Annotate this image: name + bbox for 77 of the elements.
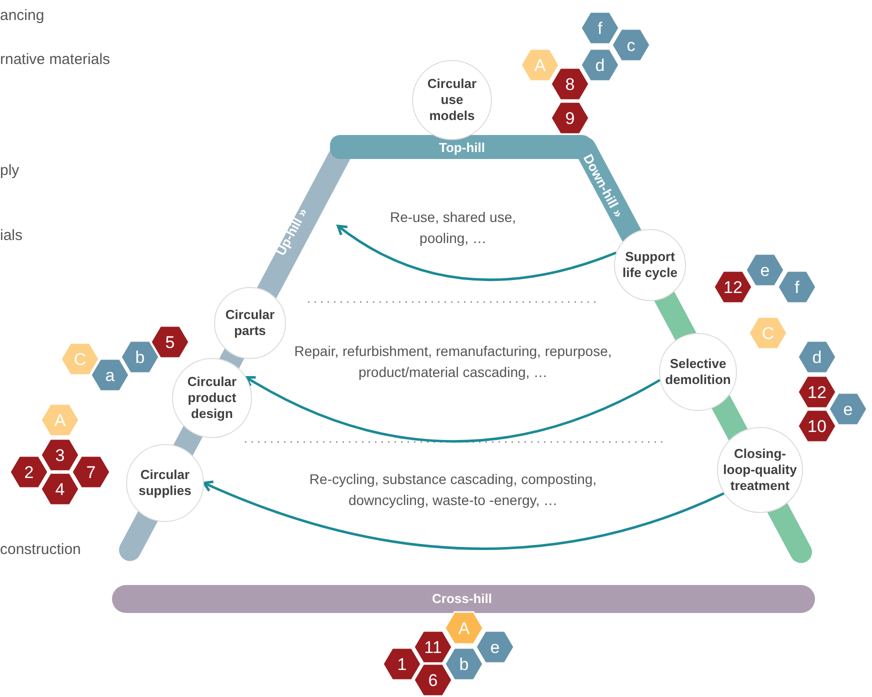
curved-arrow [245, 376, 660, 443]
hexagon-tag [413, 663, 453, 697]
cut-off-text: rnative materials [0, 51, 110, 69]
hexagon-letter: 6 [428, 672, 438, 688]
hexagon-letter: A [534, 56, 546, 74]
hexagon-tag [413, 630, 453, 664]
stage-label: Circular supplies [138, 467, 192, 499]
hexagon-tag [60, 342, 100, 376]
hexagon-tag [444, 611, 484, 645]
hexagon-tag [797, 340, 837, 374]
hexagon-letter: d [595, 56, 605, 74]
hexagon-letter: A [458, 620, 470, 636]
hexagon-letter: 2 [24, 464, 34, 480]
hexagon-letter: 12 [808, 384, 826, 400]
hexagon-letter: b [135, 348, 145, 366]
hexagon-letter: 3 [55, 446, 65, 464]
stage-label: Selective demolition [664, 356, 732, 388]
hexagon-tag [40, 472, 80, 506]
edge-label: Repair, refurbishment, remanufacturing, repurpose, product/material cascading, … [293, 342, 613, 382]
stage-label: Circular product design [186, 374, 238, 422]
curved-arrow [202, 480, 724, 550]
hexagon-tag [382, 647, 422, 681]
edge-label: Re-cycling, substance cascading, composting, downcycling, waste-to -energy, … [308, 470, 598, 510]
edge-label: Re-use, shared use, pooling, … [388, 208, 518, 248]
stage-label: Closing-loop-quality treatment [722, 446, 798, 494]
hexagon-tag [828, 392, 868, 426]
hexagon-tag [797, 409, 837, 443]
hexagon-letter: d [812, 348, 822, 366]
hexagon-letter: 11 [424, 638, 442, 656]
hexagon-tag [580, 48, 620, 82]
hexagon-tag [9, 455, 49, 489]
hexagon-tag [713, 270, 753, 304]
stage-label: Circular parts [224, 307, 276, 339]
hexagon-letter: e [760, 262, 770, 278]
hexagon-tag [745, 253, 785, 287]
band-label: Top-hill [439, 140, 485, 156]
stage-label: Circular use models [426, 76, 478, 124]
hexagon-letter: A [54, 412, 66, 428]
hexagon-tag [777, 270, 817, 304]
hexagon-letter: f [794, 278, 800, 296]
hexagon-tag [40, 403, 80, 437]
hexagon-letter: 5 [165, 334, 175, 350]
hexagon-letter: f [598, 20, 602, 36]
hexagon-letter: 7 [86, 464, 96, 480]
hexagon-tag [797, 375, 837, 409]
hexagon-tag [550, 67, 590, 101]
hexagon-letter: C [74, 350, 86, 368]
hexagon-letter: e [843, 400, 853, 418]
curved-arrow [336, 224, 617, 282]
cut-off-text: ials [0, 227, 23, 245]
hexagon-tag [71, 455, 111, 489]
hexagon-letter: 8 [565, 76, 575, 92]
hexagon-letter: 4 [55, 480, 65, 498]
hexagon-tag [748, 316, 788, 350]
hexagon-tag [120, 340, 160, 374]
hexagon-letter: b [459, 656, 469, 672]
cut-off-text: construction [0, 541, 81, 559]
cut-off-text: ancing [0, 7, 44, 25]
hexagon-tag [444, 647, 484, 681]
band-label: Cross-hill [432, 591, 492, 607]
hexagon-tag [150, 325, 190, 359]
hexagon-tag [90, 358, 130, 392]
hexagon-letter: 12 [724, 278, 742, 296]
hexagon-tag [520, 48, 560, 82]
hexagon-tag [580, 11, 620, 45]
hexagon-letter: c [626, 36, 636, 54]
stage-label: Support life cycle [622, 249, 678, 281]
hexagon-tag [611, 28, 651, 62]
hexagon-tag [40, 438, 80, 472]
hexagon-letter: e [490, 638, 500, 656]
cut-off-text: ply [0, 162, 20, 180]
hexagon-letter: 9 [565, 110, 575, 126]
hexagon-tag [475, 630, 515, 664]
hexagon-letter: 1 [397, 656, 407, 672]
hexagon-letter: 10 [808, 418, 826, 434]
hexagon-letter: a [105, 366, 115, 384]
hexagon-letter: C [762, 324, 774, 342]
